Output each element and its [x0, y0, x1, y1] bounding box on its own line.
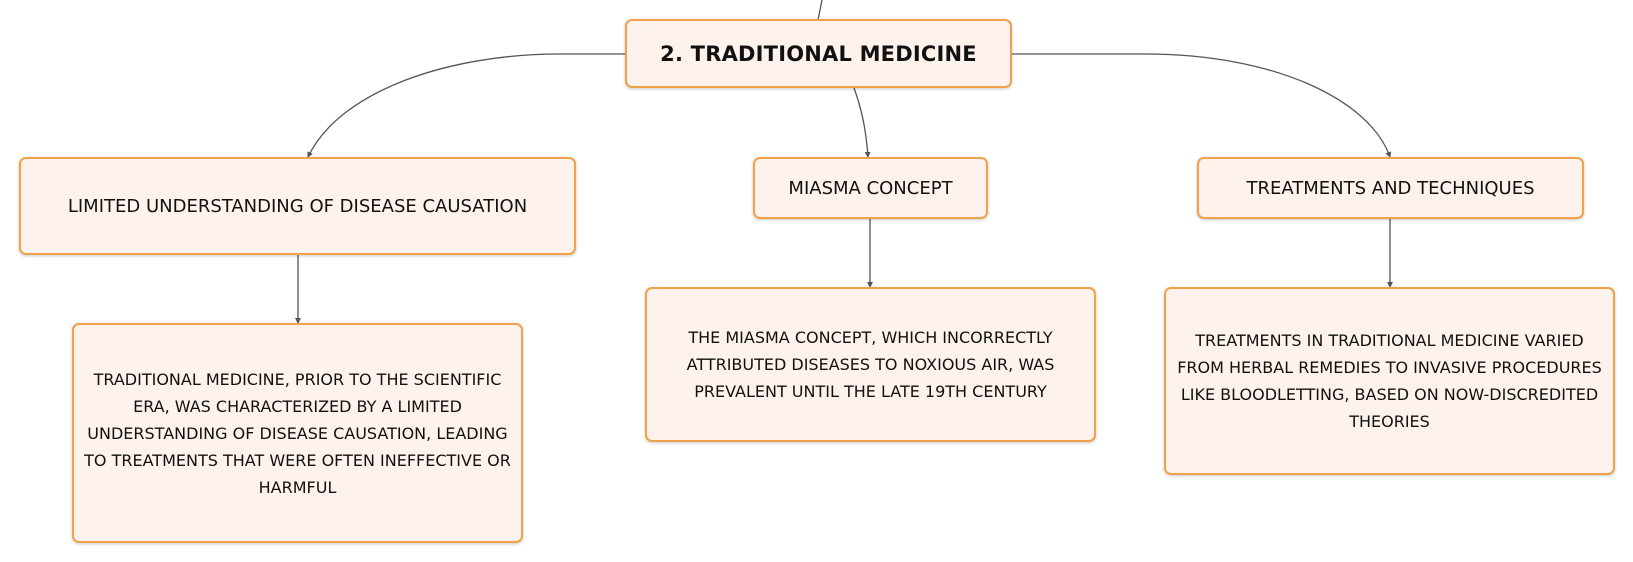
- branch-node-label: TREATMENTS AND TECHNIQUES: [1246, 177, 1535, 199]
- detail-node-treatments-techniques[interactable]: TREATMENTS IN TRADITIONAL MEDICINE VARIE…: [1164, 287, 1615, 475]
- detail-node-text: TRADITIONAL MEDICINE, PRIOR TO THE SCIEN…: [84, 369, 511, 497]
- connector-parent-to-root: [817, 0, 823, 21]
- branch-node-label: MIASMA CONCEPT: [788, 177, 953, 199]
- branch-node-miasma-concept[interactable]: MIASMA CONCEPT: [753, 157, 988, 219]
- branch-node-disease-causation[interactable]: LIMITED UNDERSTANDING OF DISEASE CAUSATI…: [19, 157, 576, 255]
- branch-node-treatments-techniques[interactable]: TREATMENTS AND TECHNIQUES: [1197, 157, 1584, 219]
- root-node[interactable]: 2. TRADITIONAL MEDICINE: [625, 19, 1012, 88]
- connector-root-to-branch-2: [853, 87, 871, 158]
- branch-node-label: LIMITED UNDERSTANDING OF DISEASE CAUSATI…: [67, 195, 528, 217]
- connector-root-to-branch-1: [307, 53, 625, 158]
- root-node-label: 2. TRADITIONAL MEDICINE: [660, 41, 977, 66]
- detail-node-miasma-concept[interactable]: THE MIASMA CONCEPT, WHICH INCORRECTLY AT…: [645, 287, 1096, 442]
- connector-root-to-branch-3: [1012, 53, 1392, 158]
- detail-node-disease-causation[interactable]: TRADITIONAL MEDICINE, PRIOR TO THE SCIEN…: [72, 323, 523, 543]
- detail-node-text: THE MIASMA CONCEPT, WHICH INCORRECTLY AT…: [686, 328, 1055, 401]
- detail-node-text: TREATMENTS IN TRADITIONAL MEDICINE VARIE…: [1177, 331, 1602, 431]
